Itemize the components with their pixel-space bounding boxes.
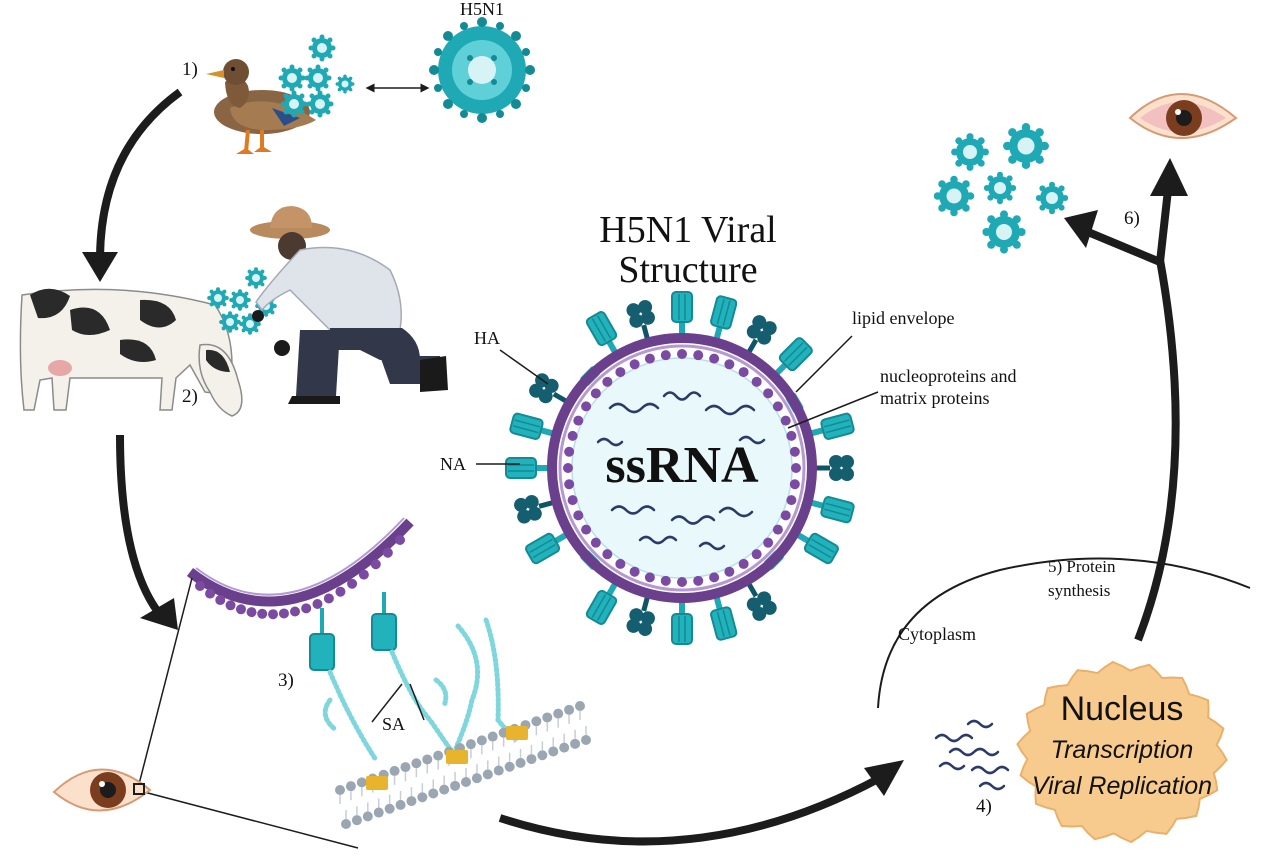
nucleoproteins-label-2: matrix proteins bbox=[880, 388, 989, 408]
arrow-duck-to-cow bbox=[96, 88, 183, 261]
title-line-1: H5N1 Viral bbox=[599, 209, 777, 251]
ha-spike bbox=[508, 411, 557, 444]
cow-illustration bbox=[19, 288, 243, 417]
matrix-protein-dots bbox=[563, 349, 801, 587]
step-4-label: 4) bbox=[976, 796, 992, 817]
na-spike bbox=[624, 298, 660, 342]
step-3-label: 3) bbox=[278, 670, 294, 691]
lipid-envelope-label: lipid envelope bbox=[852, 308, 954, 328]
title-line-2: Structure bbox=[618, 249, 757, 291]
nucleus-line-1: Transcription bbox=[1051, 736, 1194, 764]
rna-strands-cell bbox=[934, 719, 1010, 791]
ha-spike bbox=[807, 492, 856, 525]
ha-spike bbox=[706, 294, 739, 343]
arrow-synthesis-up bbox=[1134, 259, 1180, 642]
nucleus-shape bbox=[1016, 660, 1228, 844]
na-spike bbox=[512, 490, 556, 526]
cytoplasm-label: Cytoplasm bbox=[898, 624, 976, 644]
ha-spike bbox=[671, 291, 693, 335]
nucleus-line-2: Viral Replication bbox=[1032, 772, 1212, 800]
h5n1-virion-large bbox=[429, 17, 535, 123]
ssrna-label: ssRNA bbox=[605, 437, 759, 494]
virion-cluster-duck bbox=[278, 34, 355, 118]
arrowhead-to-virions bbox=[1064, 210, 1098, 248]
na-spike bbox=[624, 594, 660, 638]
arrowhead-1 bbox=[82, 252, 118, 282]
na-label: NA bbox=[440, 454, 466, 474]
ha-spike bbox=[505, 457, 549, 479]
virion-cluster-release bbox=[933, 123, 1069, 254]
ha-label: HA bbox=[474, 328, 500, 348]
step-5-label-1: 5) Protein bbox=[1048, 557, 1116, 576]
lipid-envelope bbox=[547, 333, 817, 603]
sa-label: SA bbox=[382, 714, 405, 734]
step-6-label: 6) bbox=[1124, 208, 1140, 229]
arrowhead-to-eye bbox=[1150, 158, 1188, 196]
nucleoproteins-label-1: nucleoproteins and bbox=[880, 366, 1016, 386]
receptor-binding-panel bbox=[186, 517, 592, 830]
ssrna-strands bbox=[596, 391, 766, 551]
cell-membrane bbox=[877, 557, 1251, 709]
ha-spike bbox=[706, 593, 739, 642]
eye-bottom-left-icon bbox=[52, 768, 152, 812]
h5n1-label: H5N1 bbox=[460, 0, 504, 19]
arrowhead-2 bbox=[140, 598, 178, 630]
arrowhead-3 bbox=[864, 760, 904, 796]
step-5-label-2: synthesis bbox=[1048, 581, 1110, 600]
ha-spike bbox=[671, 601, 693, 645]
step-1-label: 1) bbox=[182, 59, 198, 80]
eye-top-right-icon bbox=[1128, 93, 1238, 139]
na-spike bbox=[816, 455, 854, 481]
arrow-cow-to-receptor bbox=[116, 434, 162, 615]
step-2-label: 2) bbox=[182, 386, 198, 407]
arrow-to-nucleus bbox=[498, 774, 882, 846]
nucleus-title: Nucleus bbox=[1061, 690, 1184, 728]
farmer-illustration bbox=[250, 206, 448, 404]
